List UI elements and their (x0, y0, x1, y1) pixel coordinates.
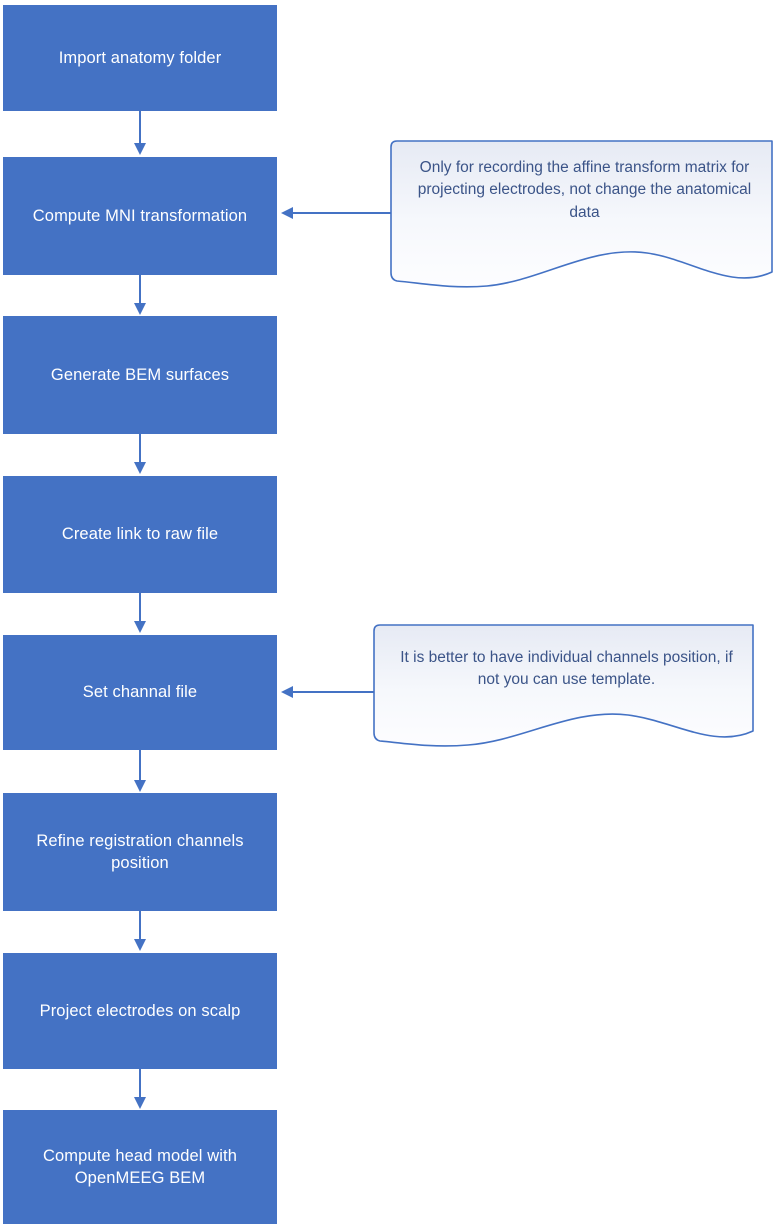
step-label: Compute MNI transformation (32, 206, 248, 225)
step-box-compute-mni-transformation[interactable]: Compute MNI transformation (3, 157, 277, 275)
step-box-set-channal-file[interactable]: Set channal file (3, 635, 277, 750)
note-shape-wave (373, 624, 754, 747)
step-label: Refine registration channels position (36, 831, 244, 872)
note-text: Only for recording the affine transform … (417, 159, 752, 221)
step-box-generate-bem-surfaces[interactable]: Generate BEM surfaces (3, 316, 277, 434)
step-box-project-electrodes-on-scalp[interactable]: Project electrodes on scalp (3, 953, 277, 1069)
step-label: Generate BEM surfaces (50, 365, 230, 384)
step-label: Import anatomy folder (58, 48, 222, 67)
note-callout-channel-file[interactable]: It is better to have individual channels… (373, 624, 759, 749)
step-label: Set channal file (82, 683, 198, 702)
note-callout-mni-transform[interactable]: Only for recording the affine transform … (390, 140, 778, 291)
note-shape-wave (390, 140, 773, 288)
step-label: Compute head model with OpenMEEG BEM (43, 1146, 237, 1187)
note-text: It is better to have individual channels… (400, 649, 733, 689)
step-box-create-link-to-raw-file[interactable]: Create link to raw file (3, 476, 277, 593)
step-label: Project electrodes on scalp (39, 1001, 241, 1020)
step-box-import-anatomy-folder[interactable]: Import anatomy folder (3, 5, 277, 111)
step-label: Create link to raw file (61, 525, 219, 544)
step-box-compute-head-model-openmeeg-bem[interactable]: Compute head model with OpenMEEG BEM (3, 1110, 277, 1224)
step-box-refine-registration-channels-position[interactable]: Refine registration channels position (3, 793, 277, 911)
